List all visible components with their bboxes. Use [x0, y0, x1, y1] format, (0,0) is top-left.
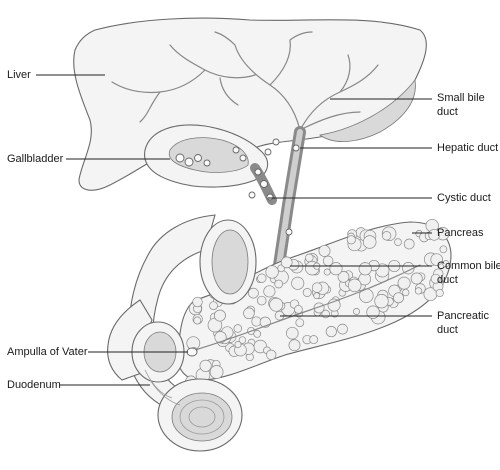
- label-pancreas: Pancreas: [412, 227, 484, 239]
- cystic-duct-shape: [248, 163, 277, 205]
- label-common-bile-duct-line1: Common bile: [437, 260, 500, 272]
- label-pancreatic-duct: Pancreatic duct: [280, 310, 489, 336]
- gallbladder-shape: [144, 124, 269, 188]
- label-small-bile-duct: Small bile duct: [330, 92, 485, 118]
- label-pancreatic-duct-line2: duct: [437, 324, 458, 336]
- small-bile-ducts: [111, 31, 379, 131]
- label-cystic-duct: Cystic duct: [268, 192, 491, 204]
- label-small-bile-duct-line1: Small bile: [437, 92, 485, 104]
- ampulla-of-vater-opening: [186, 347, 198, 357]
- label-pancreas-text: Pancreas: [437, 227, 484, 239]
- label-common-bile-duct: Common bile duct: [290, 260, 500, 286]
- label-gallbladder-text: Gallbladder: [7, 153, 64, 165]
- label-ampulla-text: Ampulla of Vater: [7, 346, 88, 358]
- label-liver-text: Liver: [7, 69, 31, 81]
- label-gallbladder: Gallbladder: [7, 153, 170, 165]
- label-ampulla: Ampulla of Vater: [7, 346, 188, 358]
- label-small-bile-duct-line2: duct: [437, 106, 458, 118]
- label-duodenum: Duodenum: [7, 379, 150, 391]
- label-common-bile-duct-line2: duct: [437, 274, 458, 286]
- label-liver: Liver: [7, 69, 105, 81]
- label-hepatic-duct-text: Hepatic duct: [437, 142, 498, 154]
- label-pancreatic-duct-line1: Pancreatic: [437, 310, 489, 322]
- label-duodenum-text: Duodenum: [7, 379, 61, 391]
- label-cystic-duct-text: Cystic duct: [437, 192, 491, 204]
- label-hepatic-duct: Hepatic duct: [300, 142, 498, 154]
- pancreas-shape: [176, 218, 452, 388]
